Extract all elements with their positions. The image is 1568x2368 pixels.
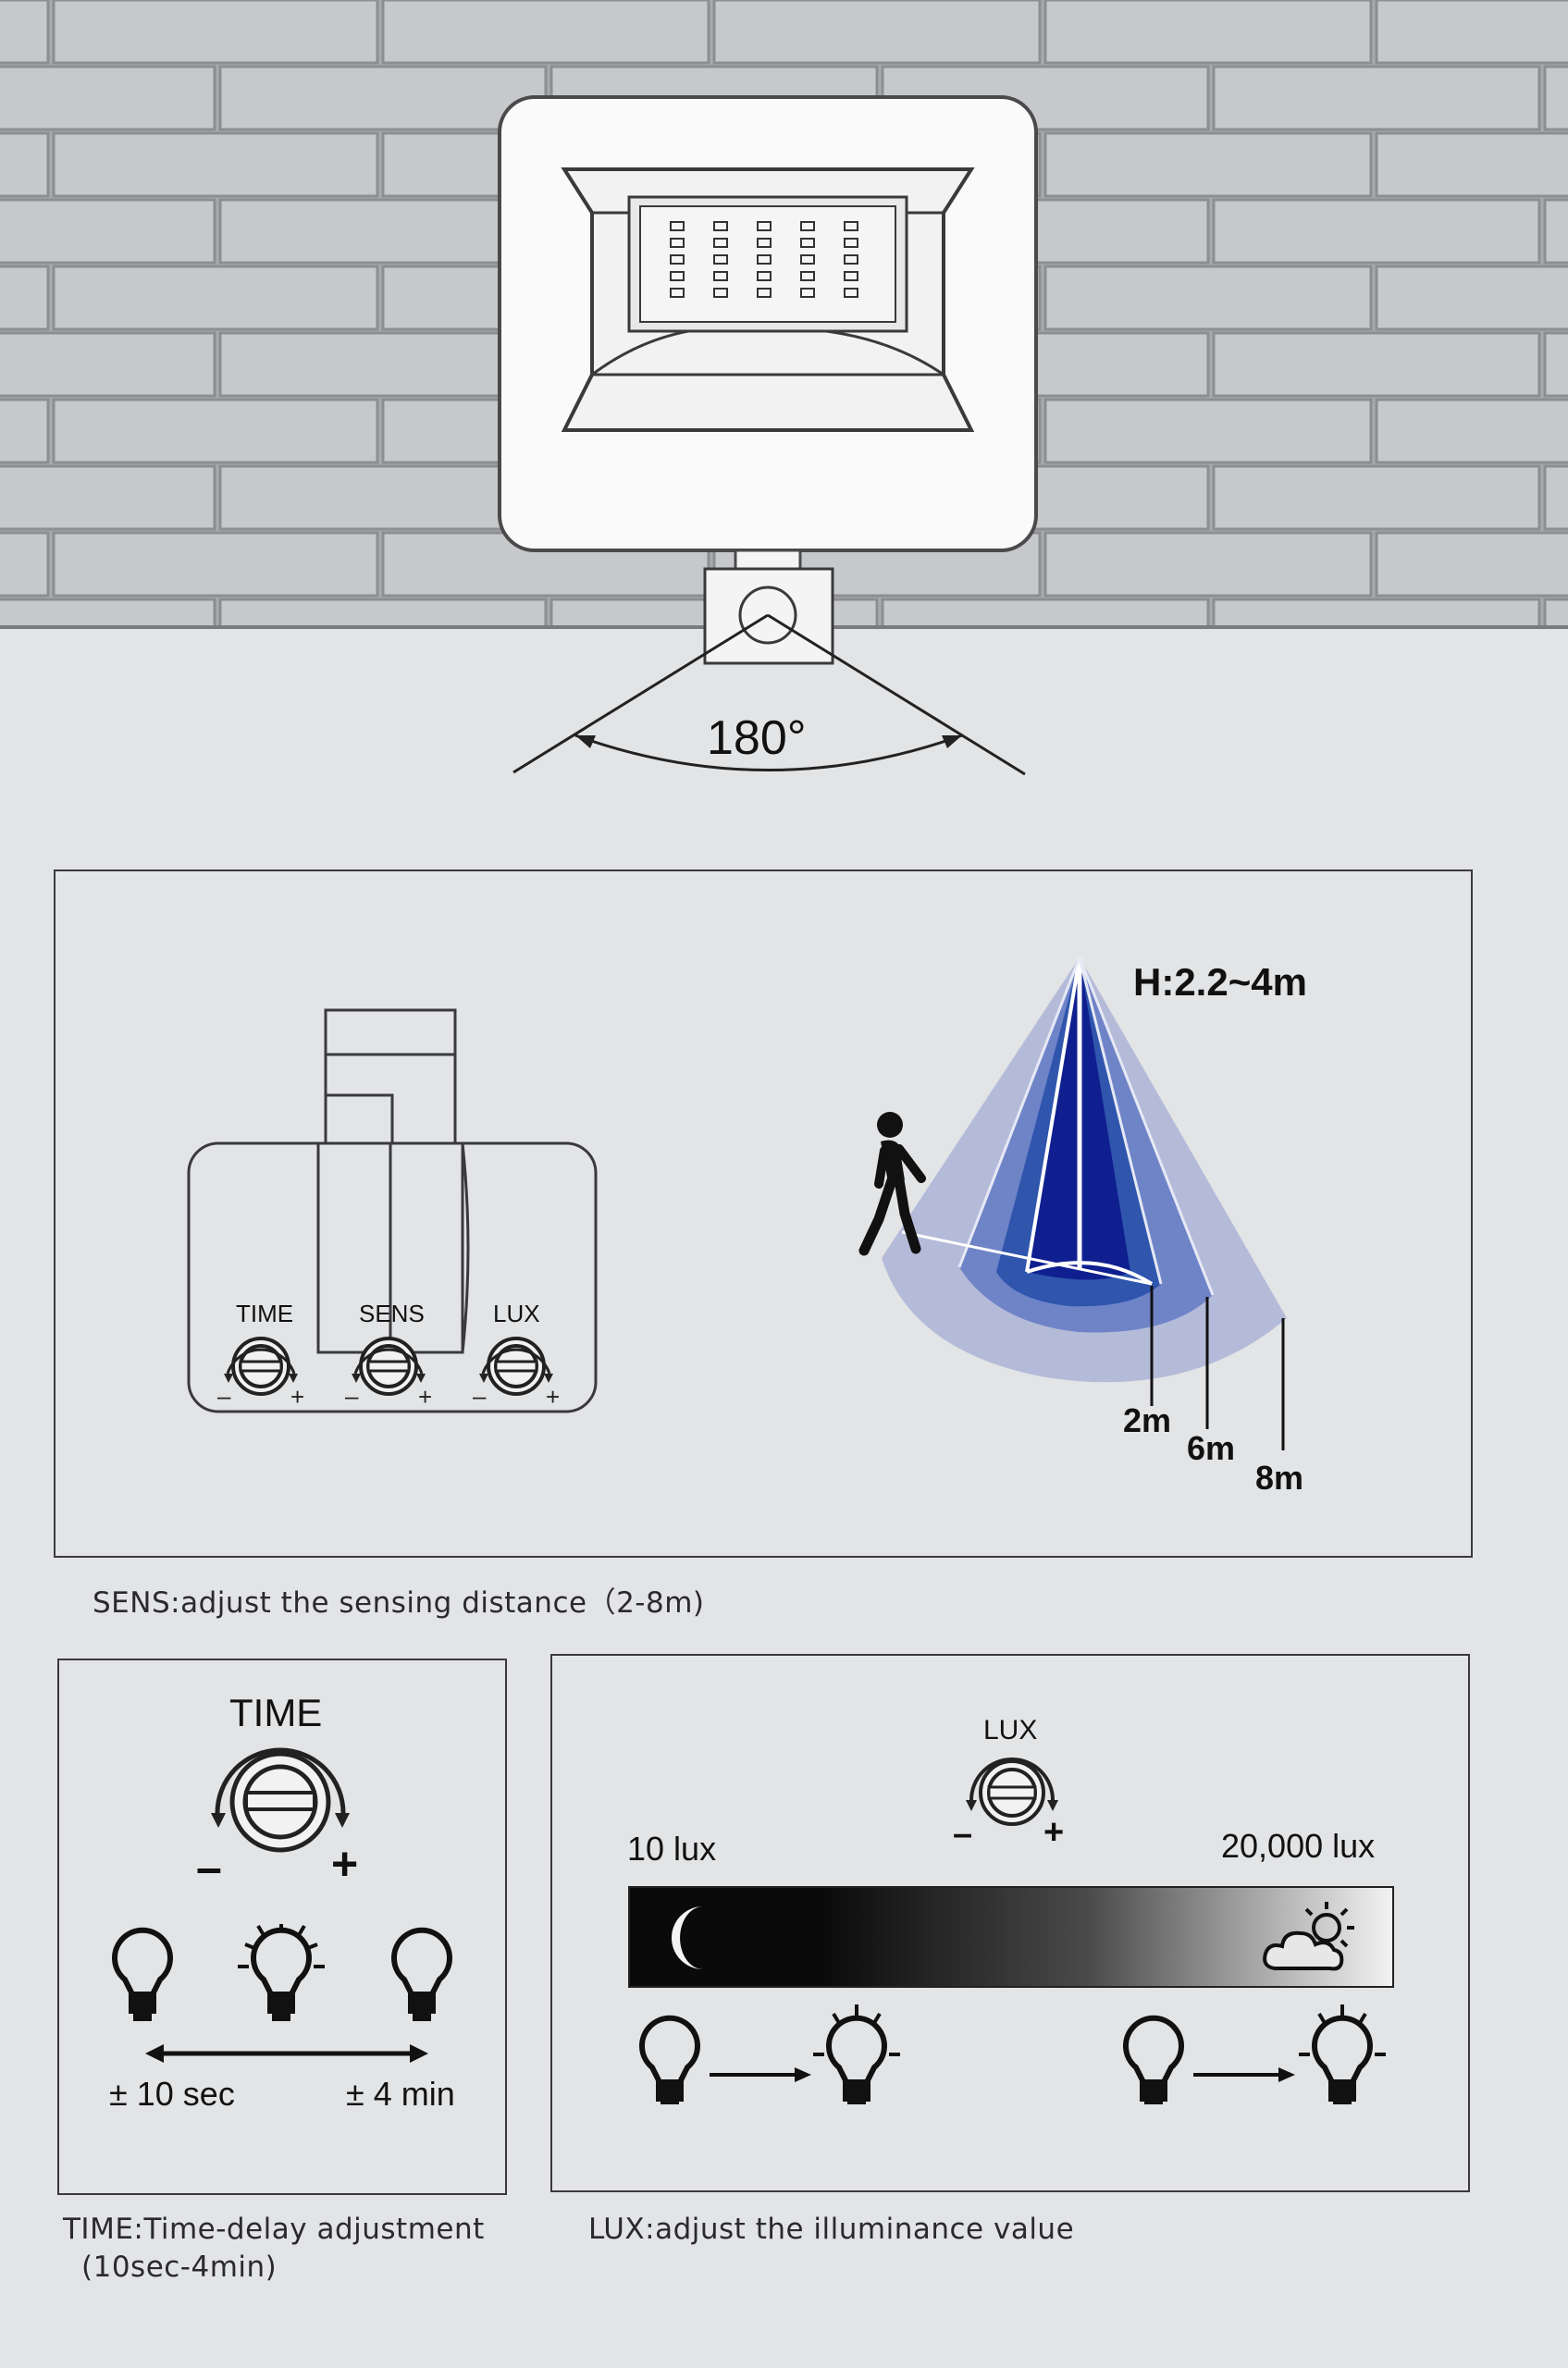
sens-caption: SENS:adjust the sensing distance（2-8m) [93,1586,705,1620]
bulb-on-icon [813,2004,900,2104]
lux-panel [550,1654,1470,2192]
time-minus: – [196,1842,222,1893]
bulb-on-icon [1299,2004,1386,2104]
floodlight-icon [498,95,1038,571]
time-bulbs [112,1924,452,2021]
time-max-label: ± 4 min [346,2075,455,2113]
angle-label: 180° [707,711,807,765]
sensor-control-unit [187,1008,598,1413]
bulb-off-icon [1123,2015,1184,2104]
time-caption: TIME:Time-delay adjustment [63,2213,485,2246]
lux-plus: + [1043,1813,1065,1852]
lux-max-label: 20,000 lux [1221,1827,1376,1865]
illuminance-gradient-bar [628,1886,1394,1988]
lux-title: LUX [983,1715,1038,1745]
lux-sequence-night [639,2004,900,2104]
svg-text:+: + [290,1383,304,1411]
lux-minus: – [953,1815,973,1854]
svg-text:–: – [217,1382,231,1410]
svg-text:–: – [345,1382,359,1410]
bulb-on-icon [238,1924,325,2021]
knob-label-time: TIME [236,1300,294,1327]
lux-min-label: 10 lux [627,1830,717,1868]
knob-label-lux: LUX [493,1300,540,1327]
moon-icon [671,1906,703,1969]
distance-label-8m: 8m [1255,1459,1304,1497]
time-min-label: ± 10 sec [109,2075,235,2113]
time-panel [57,1659,507,2195]
knob-icon[interactable]: –+ [215,1327,307,1411]
sun-cloud-icon [1263,1902,1354,1971]
svg-text:+: + [546,1383,560,1411]
bulb-off-icon [639,2015,700,2104]
arrow-icon [145,2044,428,2063]
lux-knob-icon[interactable] [953,1748,1073,1850]
walking-person-icon [858,1112,926,1256]
knob-icon[interactable]: –+ [342,1327,435,1411]
height-label: H:2.2~4m [1133,960,1307,1004]
time-caption-range: (10sec-4min) [81,2251,278,2284]
bulb-off-icon [112,1927,173,2021]
arrow-icon [1193,2067,1295,2082]
distance-label-2m: 2m [1123,1401,1172,1439]
knob-icon[interactable]: –+ [470,1327,562,1411]
lux-sequence-day [1123,2004,1386,2104]
distance-label-6m: 6m [1187,1429,1236,1467]
pir-sensor-icon [512,567,1026,776]
time-plus: + [331,1838,359,1890]
arrow-icon [710,2067,811,2082]
time-knob-icon[interactable] [194,1739,370,1878]
svg-text:+: + [418,1383,432,1411]
bulb-off-icon [391,1927,452,2021]
knob-label-sens: SENS [359,1300,425,1327]
svg-text:–: – [473,1382,487,1410]
lux-caption: LUX:adjust the illuminance value [588,2213,1075,2246]
sens-panel [54,870,1473,1558]
detection-cone [882,956,1287,1450]
time-title: TIME [229,1691,323,1734]
